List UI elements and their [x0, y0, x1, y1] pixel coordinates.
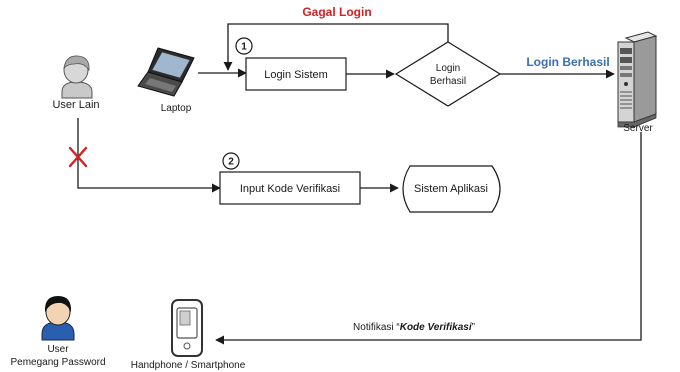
input-kode-verifikasi-box: Input Kode Verifikasi — [219, 171, 361, 205]
step-1-marker: 1 — [235, 37, 253, 55]
notifikasi-label: Notifikasi “Kode Verifikasi” — [353, 322, 475, 333]
login-sistem-box: Login Sistem — [245, 57, 347, 91]
handphone-label: Handphone / Smartphone — [131, 360, 246, 371]
user-holder-label-line2: Pemegang Password — [10, 357, 105, 368]
gagal-login-connector — [223, 23, 449, 71]
user-lain-label: User Lain — [52, 99, 99, 111]
svg-text:1: 1 — [241, 42, 247, 53]
user-lain-to-input-connector — [77, 118, 221, 193]
svg-text:Login Sistem: Login Sistem — [264, 69, 328, 81]
login-berhasil-decision: Login Berhasil — [394, 41, 502, 107]
laptop-icon — [137, 47, 195, 97]
server-label: Server — [623, 123, 653, 134]
svg-text:Input Kode Verifikasi: Input Kode Verifikasi — [240, 183, 340, 195]
server-icon — [617, 31, 658, 128]
blocked-x-icon — [68, 146, 88, 168]
svg-text:Berhasil: Berhasil — [430, 76, 466, 87]
laptop-label: Laptop — [161, 103, 192, 114]
svg-text:Sistem Aplikasi: Sistem Aplikasi — [414, 183, 488, 195]
login-berhasil-label: Login Berhasil — [526, 55, 609, 69]
handphone-icon — [171, 299, 203, 357]
user-holder-label-line1: User — [47, 344, 69, 355]
gagal-login-label: Gagal Login — [302, 5, 371, 19]
step-2-marker: 2 — [222, 152, 240, 170]
notifikasi-connector — [215, 132, 642, 345]
user-pemegang-password-icon — [41, 296, 75, 341]
svg-text:Login: Login — [436, 63, 460, 74]
svg-text:2: 2 — [228, 157, 234, 168]
sistem-aplikasi-document: Sistem Aplikasi — [402, 165, 501, 213]
user-lain-icon — [61, 55, 93, 99]
